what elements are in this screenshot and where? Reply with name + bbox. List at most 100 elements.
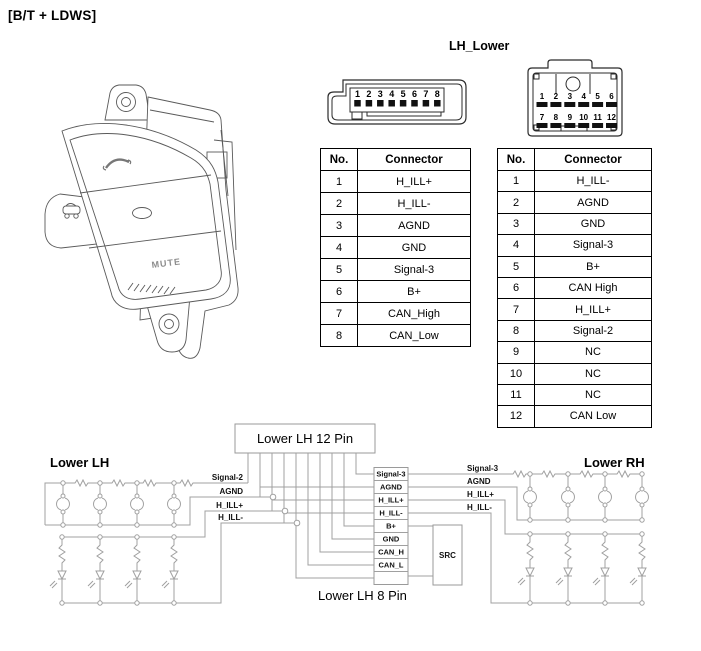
bus-node (97, 600, 103, 606)
bus-node (565, 517, 571, 523)
table-cell: GND (357, 236, 471, 259)
pin-pad (592, 123, 604, 128)
pin-pad (377, 100, 384, 107)
pin-number: 12 (607, 113, 616, 122)
switch-terminal (171, 493, 177, 499)
pin-number: 3 (378, 89, 383, 99)
pin-number: 10 (579, 113, 588, 122)
table-cell: 3 (320, 214, 358, 237)
bus-node (527, 471, 533, 477)
bus-node (527, 600, 533, 606)
table-cell: 2 (320, 192, 358, 215)
bus-node (602, 531, 608, 537)
switch-face (61, 123, 231, 310)
resistor-symbol (564, 534, 572, 568)
table-cell: 10 (497, 362, 535, 385)
pin-pad (578, 123, 590, 128)
junction-illplus (281, 507, 289, 515)
switch-terminal (527, 502, 533, 508)
table-cell: 7 (497, 298, 535, 321)
table-cell: 3 (497, 212, 535, 236)
bus-node (60, 480, 66, 486)
table-cell: H_ILL+ (357, 170, 471, 193)
junction-illminus (293, 519, 301, 527)
button-divider-2 (88, 230, 222, 249)
pin-pad (434, 100, 441, 107)
lower-lh-12pin-box (234, 423, 376, 454)
table-cell: H_ILL+ (534, 298, 652, 321)
col-header-connector: Connector (357, 148, 471, 171)
lh-illplus-bus (62, 510, 288, 538)
lh-agnd-bus (45, 496, 276, 526)
bus-node (171, 600, 177, 606)
bus-node (527, 531, 533, 537)
table-cell: NC (534, 341, 652, 364)
lower-lh-label: Lower LH (50, 455, 109, 470)
row-canh: CAN_H (378, 548, 404, 557)
switch-terminal (602, 486, 608, 492)
table-cell: AGND (357, 214, 471, 237)
switch-symbol (167, 483, 181, 525)
row-canl: CAN_L (378, 561, 403, 570)
switch-symbol (130, 483, 144, 525)
junction-agnd (269, 493, 277, 501)
table-cell: B+ (534, 255, 652, 278)
pin-number: 7 (423, 89, 428, 99)
table-cell: 2 (497, 191, 535, 214)
voice-icon (132, 207, 152, 219)
steering-switch-illustration: MUTE (44, 84, 239, 359)
label-agnd-l: AGND (219, 487, 243, 496)
switch-symbol (598, 474, 612, 520)
pin-pad (422, 100, 430, 107)
resistor-symbol (170, 537, 178, 571)
pin-number: 7 (540, 113, 545, 122)
table-cell: GND (534, 212, 652, 236)
label-illplus-r: H_ILL+ (467, 490, 494, 499)
row-signal3: Signal-3 (376, 470, 405, 479)
table-cell: 6 (320, 280, 358, 303)
switch-terminal (565, 502, 571, 508)
table-cell: 4 (320, 236, 358, 259)
resistor-symbol (58, 537, 66, 571)
table-cell: 6 (497, 276, 535, 300)
pin-pad (536, 102, 548, 107)
bus-node (60, 522, 66, 528)
bottom-tab (145, 295, 191, 353)
table-cell: Signal-3 (534, 234, 652, 257)
bus-node (171, 522, 177, 528)
switch-symbol (635, 474, 649, 520)
pin-pad (592, 102, 604, 107)
table-cell: 1 (497, 169, 535, 193)
table-cell: H_ILL- (534, 169, 652, 193)
lower-lh-8pin-rows: Signal-3 AGND H_ILL+ H_ILL- B+ GND CAN_H… (376, 470, 405, 570)
resistor-symbol (638, 534, 646, 568)
resistor-symbol (526, 534, 534, 568)
led-symbol (517, 567, 535, 603)
switch-terminal (527, 486, 533, 492)
connector-label: LH_Lower (449, 39, 510, 53)
table-cell: 8 (497, 319, 535, 343)
bus-node (602, 517, 608, 523)
lower-lh-8pin-box (373, 467, 409, 585)
table-cell: CAN High (534, 276, 652, 300)
pin-pad (550, 102, 562, 107)
switch-symbol (56, 483, 70, 525)
table-cell: CAN_Low (357, 324, 471, 347)
switch-terminal (60, 509, 66, 515)
side-bracket (44, 193, 98, 249)
pin-number: 5 (401, 89, 406, 99)
table-cell: 4 (497, 234, 535, 257)
bus-node (134, 534, 140, 540)
bus-node (565, 600, 571, 606)
switch-terminal (60, 493, 66, 499)
pin-number: 1 (540, 92, 545, 101)
pin-pad (564, 102, 576, 107)
